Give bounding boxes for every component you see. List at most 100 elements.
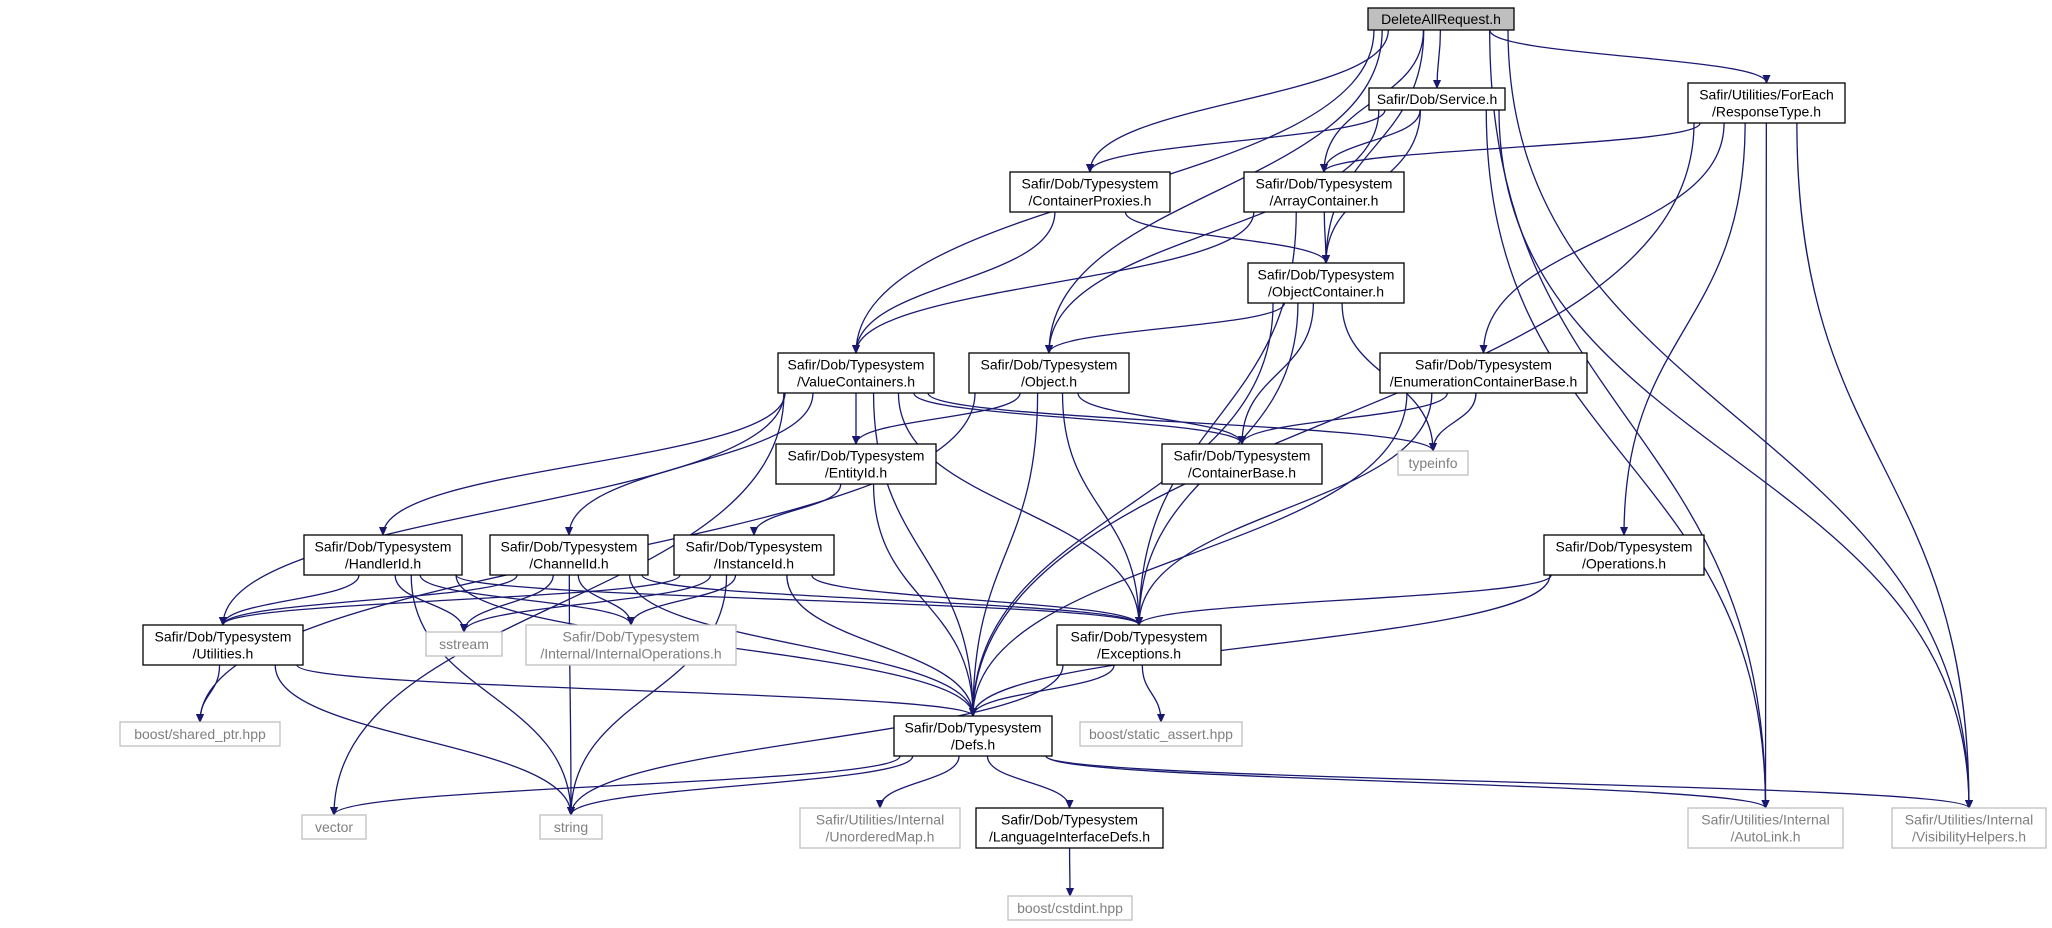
edge-service-to-arraycontainer [1324, 109, 1421, 172]
node-safir-dob-typesystem-handlerid-h[interactable]: Safir/Dob/Typesystem/HandlerId.h [303, 534, 463, 576]
edge-channelid-to-utilities [223, 574, 518, 625]
edge-operations-to-exceptions [1139, 574, 1552, 625]
edge-root-to-containerproxies [1090, 29, 1389, 172]
node-safir-dob-typesystem-channelid-h[interactable]: Safir/Dob/Typesystem/ChannelId.h [489, 534, 649, 576]
node-box [303, 534, 463, 576]
node-safir-dob-typesystem-arraycontainer-h[interactable]: Safir/Dob/Typesystem/ArrayContainer.h [1243, 171, 1405, 213]
edge-objectcontainer-to-containerbase [1242, 302, 1315, 444]
edge-object-to-defs [973, 392, 1039, 716]
node-label: Safir/Utilities/Internal [1905, 812, 2033, 828]
edge-handlerid-to-internalops [419, 574, 631, 625]
node-label: Safir/Dob/Typesystem [315, 539, 452, 555]
node-label: Safir/Dob/Typesystem [1001, 812, 1138, 828]
node-safir-dob-typesystem-operations-h[interactable]: Safir/Dob/Typesystem/Operations.h [1543, 534, 1705, 576]
node-label: /VisibilityHelpers.h [1912, 829, 2026, 845]
edge-defs-to-langdefs [986, 755, 1069, 808]
node-label: /Internal/InternalOperations.h [540, 646, 721, 662]
node-label: /ContainerBase.h [1188, 465, 1296, 481]
node-label: /ResponseType.h [1712, 104, 1821, 120]
edge-entityid-to-defs [872, 483, 973, 716]
edge-enumbase-to-exceptions [1139, 392, 1433, 625]
edge-exceptions-to-staticassert [1141, 664, 1161, 722]
node-label: Safir/Utilities/ForEach [1699, 87, 1834, 103]
node-safir-dob-typesystem-exceptions-h[interactable]: Safir/Dob/Typesystem/Exceptions.h [1056, 624, 1222, 666]
edge-valuecontainers-to-containerbase [913, 392, 1242, 444]
edge-entityid-to-instanceid [754, 483, 842, 535]
edge-defs-to-autolink [1045, 755, 1766, 808]
node-label: /Object.h [1021, 374, 1077, 390]
node-safir-dob-typesystem-valuecontainers-h[interactable]: Safir/Dob/Typesystem/ValueContainers.h [777, 352, 935, 394]
node-box [301, 814, 367, 840]
node-safir-dob-typesystem-languageinterfacedefs-h[interactable]: Safir/Dob/Typesystem/LanguageInterfaceDe… [975, 807, 1164, 849]
edge-utilities-to-defs [296, 664, 973, 716]
node-box [525, 624, 737, 666]
node-safir-dob-typesystem-containerproxies-h[interactable]: Safir/Dob/Typesystem/ContainerProxies.h [1009, 171, 1171, 213]
node-label: Safir/Dob/Typesystem [686, 539, 823, 555]
node-box [1079, 721, 1243, 747]
edge-service-to-object [1049, 109, 1380, 353]
node-label: Safir/Dob/Typesystem [1174, 448, 1311, 464]
node-label: Safir/Dob/Typesystem [981, 357, 1118, 373]
edge-operations-to-defs [973, 574, 1551, 716]
node-safir-dob-service-h[interactable]: Safir/Dob/Service.h [1368, 87, 1506, 111]
edge-foreach-to-enumbase [1484, 122, 1725, 353]
node-safir-dob-typesystem-instanceid-h[interactable]: Safir/Dob/Typesystem/InstanceId.h [673, 534, 835, 576]
node-safir-dob-typesystem-utilities-h[interactable]: Safir/Dob/Typesystem/Utilities.h [142, 624, 304, 666]
node-label: /Defs.h [951, 737, 995, 753]
edge-defs-to-vector [334, 755, 901, 815]
edge-instanceid-to-internalops [631, 574, 737, 625]
node-label: Safir/Utilities/Internal [816, 812, 944, 828]
node-vector: vector [301, 814, 367, 840]
edge-root-to-service [1437, 29, 1440, 88]
node-box [968, 352, 1130, 394]
node-boost-cstdint-hpp: boost/cstdint.hpp [1007, 895, 1133, 921]
edge-valuecontainers-to-handlerid [383, 392, 786, 535]
edge-handlerid-to-utilities [223, 574, 360, 625]
node-label: boost/shared_ptr.hpp [134, 726, 266, 742]
node-label: Safir/Dob/Typesystem [563, 629, 700, 645]
node-box [1379, 352, 1588, 394]
edge-valuecontainers-to-exceptions [897, 392, 1139, 625]
node-label: vector [315, 819, 353, 835]
node-label: /ValueContainers.h [797, 374, 915, 390]
node-deleteallrequest-h[interactable]: DeleteAllRequest.h [1367, 7, 1515, 31]
edge-defs-to-unorderedmap [880, 755, 960, 808]
node-box [893, 715, 1053, 757]
edge-service-to-containerproxies [1090, 109, 1386, 172]
edge-channelid-to-sstream [464, 574, 554, 632]
node-safir-dob-typesystem-object-h[interactable]: Safir/Dob/Typesystem/Object.h [968, 352, 1130, 394]
edge-handlerid-to-string [410, 574, 571, 815]
node-safir-utilities-foreach-responsetype-h[interactable]: Safir/Utilities/ForEach/ResponseType.h [1687, 82, 1846, 124]
node-label: /AutoLink.h [1730, 829, 1800, 845]
node-label: Safir/Dob/Service.h [1377, 91, 1498, 107]
node-label: /Exceptions.h [1097, 646, 1181, 662]
edge-arraycontainer-to-objectcontainer [1324, 211, 1326, 263]
node-safir-dob-typesystem-enumerationcontainerbase-h[interactable]: Safir/Dob/Typesystem/EnumerationContaine… [1379, 352, 1588, 394]
edge-utilities-to-sharedptr [200, 664, 221, 722]
edge-object-to-entityid [856, 392, 1021, 444]
edge-foreach-to-arraycontainer [1324, 122, 1701, 172]
node-safir-dob-typesystem-entityid-h[interactable]: Safir/Dob/Typesystem/EntityId.h [775, 443, 937, 485]
node-safir-utilities-internal-visibilityhelpers-h: Safir/Utilities/Internal/VisibilityHelpe… [1891, 807, 2047, 849]
node-safir-dob-typesystem-defs-h[interactable]: Safir/Dob/Typesystem/Defs.h [893, 715, 1053, 757]
node-box [1397, 450, 1469, 476]
edge-defs-to-visibility [1045, 755, 1969, 808]
node-label: typeinfo [1408, 455, 1457, 471]
node-label: /UnorderedMap.h [826, 829, 935, 845]
node-box [1243, 171, 1405, 213]
edge-containerproxies-to-objectcontainer [1124, 211, 1326, 263]
node-label: string [554, 819, 588, 835]
edge-instanceid-to-utilities [223, 574, 681, 625]
edge-channelid-to-string [569, 574, 571, 815]
node-label: /LanguageInterfaceDefs.h [989, 829, 1150, 845]
edge-foreach-to-operations [1624, 122, 1746, 535]
edge-exceptions-to-string [571, 664, 1064, 815]
node-box [1009, 171, 1171, 213]
node-safir-dob-typesystem-objectcontainer-h[interactable]: Safir/Dob/Typesystem/ObjectContainer.h [1247, 262, 1405, 304]
edge-instanceid-to-defs [786, 574, 973, 716]
node-safir-dob-typesystem-internal-internaloperations-h: Safir/Dob/Typesystem/Internal/InternalOp… [525, 624, 737, 666]
edge-objectcontainer-to-defs [973, 302, 1274, 716]
node-safir-dob-typesystem-containerbase-h[interactable]: Safir/Dob/Typesystem/ContainerBase.h [1161, 443, 1323, 485]
